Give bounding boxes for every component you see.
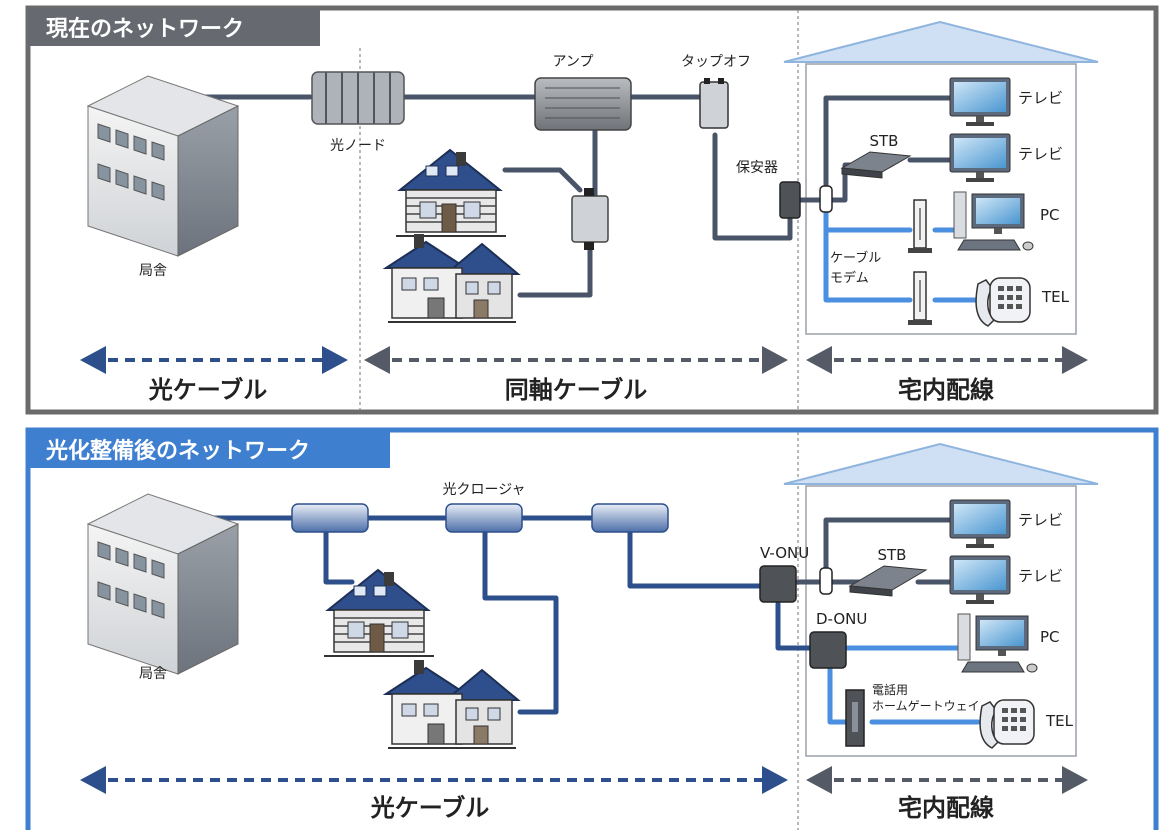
indoor-splitter-icon xyxy=(819,185,833,213)
v-onu-icon xyxy=(759,565,797,603)
segment-arrow-indoor-2 xyxy=(806,766,1088,794)
modem-label-2: モデム xyxy=(830,270,869,286)
tv-1-label: テレビ xyxy=(1018,89,1063,107)
segment-label-fiber: 光ケーブル xyxy=(148,376,268,404)
fiber-vonu-donu xyxy=(775,601,813,651)
tel-label: TEL xyxy=(1041,288,1070,306)
top-panel-title: 現在のネットワーク xyxy=(46,16,244,42)
optical-closure-3-icon xyxy=(591,503,669,533)
top-panel-title-bg xyxy=(28,8,320,46)
gateway-label-1: 電話用 xyxy=(872,682,908,697)
cable-modem-tel xyxy=(823,209,913,303)
segment-arrow-fiber-2 xyxy=(80,766,788,794)
v-onu-label: V-ONU xyxy=(760,544,809,562)
pc-2-label: PC xyxy=(1040,628,1060,646)
office-label-2: 局舎 xyxy=(139,666,167,682)
tapoff-label: タップオフ xyxy=(681,54,751,70)
fiber-closure3-vonu xyxy=(627,529,763,589)
fiber-closure2-house xyxy=(482,529,559,715)
bottom-panel-title-bg xyxy=(28,430,390,468)
node-label: 光ノード xyxy=(330,138,386,154)
amplifier-icon xyxy=(534,77,632,131)
segment-arrow-indoor xyxy=(806,346,1088,374)
cable-tv1 xyxy=(823,95,953,191)
stb-icon xyxy=(840,151,912,179)
closure-label: 光クロージャ xyxy=(442,482,525,498)
segment-label-indoor: 宅内配線 xyxy=(898,376,994,404)
bottom-panel: 光化整備後のネットワーク 局舎 光クロージャ xyxy=(25,427,1159,830)
segment-arrow-coax xyxy=(364,346,788,374)
segment-label-coax: 同軸ケーブル xyxy=(505,376,648,404)
optical-node-icon xyxy=(311,71,405,125)
amp-label: アンプ xyxy=(552,54,593,70)
stb-label: STB xyxy=(870,132,899,150)
segment-label-indoor-2: 宅内配線 xyxy=(898,794,994,822)
segment-label-fiber-2: 光ケーブル xyxy=(370,794,490,822)
telephone-2-icon xyxy=(979,699,1035,749)
modem-label-1: ケーブル xyxy=(830,250,881,266)
stb-2-label: STB xyxy=(878,546,907,564)
segment-arrow-fiber xyxy=(80,346,348,374)
protector-label: 保安器 xyxy=(736,160,778,176)
top-panel: 現在のネットワーク 局舎 xyxy=(25,5,1159,415)
home-gateway-icon xyxy=(845,689,865,747)
optical-closure-2-icon xyxy=(445,503,523,533)
d-onu-label: D-ONU xyxy=(816,610,867,628)
lan-donu-gateway xyxy=(827,663,849,725)
bottom-panel-title: 光化整備後のネットワーク xyxy=(45,438,310,464)
house-interior xyxy=(805,63,1077,335)
telephone-icon xyxy=(975,277,1031,327)
tv-3-label: テレビ xyxy=(1018,511,1063,529)
coax-tv1 xyxy=(823,517,953,573)
office-building-icon xyxy=(87,75,239,257)
indoor-splitter-2-icon xyxy=(819,567,833,595)
tapoff-icon xyxy=(699,78,729,129)
fiber-closure1-cabin xyxy=(323,529,355,585)
cable-splitter-house xyxy=(517,247,593,298)
office-label: 局舎 xyxy=(139,263,167,279)
house-roof xyxy=(783,20,1099,63)
house-roof-2 xyxy=(783,442,1099,485)
optical-closure-1-icon xyxy=(291,503,369,533)
tv-4-label: テレビ xyxy=(1018,567,1063,585)
office-building-2-icon xyxy=(87,493,239,675)
pc-label: PC xyxy=(1040,206,1060,224)
d-onu-icon xyxy=(809,631,847,669)
gateway-label-2: ホームゲートウェイ xyxy=(872,699,980,713)
cable-tapoff-protector xyxy=(712,132,793,241)
protector-icon xyxy=(779,181,801,219)
tel-2-label: TEL xyxy=(1045,712,1074,730)
tv-2-label: テレビ xyxy=(1018,145,1063,163)
coax-splitter-icon xyxy=(571,188,609,250)
cable-splitter-cabin xyxy=(502,167,583,193)
stb-2-icon xyxy=(848,565,928,597)
